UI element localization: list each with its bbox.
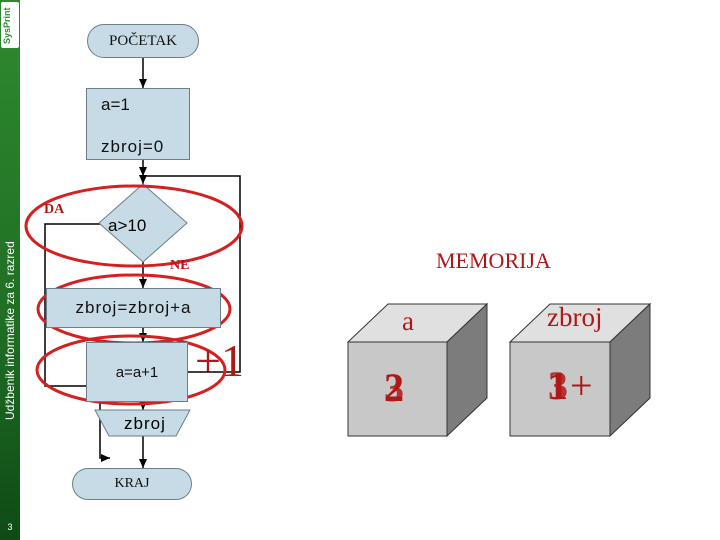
page-number: 3 [7, 522, 13, 532]
loop-back-line [139, 175, 241, 373]
memory-title: MEMORIJA [436, 248, 551, 273]
start-label: POČETAK [109, 32, 177, 49]
var-a-value-back: 2 [384, 365, 404, 410]
no-label: NE [170, 258, 190, 273]
sum-step-label: zbroj=zbroj+a [75, 298, 192, 317]
init-sum-label: zbroj=0 [101, 137, 165, 156]
var-sum-name: zbroj [547, 302, 603, 332]
sum-process-box: zbroj=zbroj+a [46, 288, 221, 328]
yes-branch-line [44, 223, 110, 462]
var-sum-value-front: 3 [548, 363, 568, 408]
var-sum-value-back: 1 [548, 363, 568, 408]
increment-process-box: a=a+1 [86, 342, 188, 402]
start-terminal: POČETAK [87, 24, 199, 58]
highlight-condition-ellipse [24, 184, 244, 268]
increment-step-label: a=a+1 [115, 363, 159, 381]
sidebar: SysPrint Udžbenik informatike za 6. razr… [0, 0, 20, 540]
end-label: KRAJ [114, 476, 150, 491]
init-process-box: a=1 zbroj=0 [86, 88, 190, 160]
var-a-name: a [402, 306, 414, 336]
output-trapezoid [94, 409, 191, 437]
var-a-value-front: 3 [384, 365, 404, 410]
decision-diamond [98, 183, 188, 263]
publisher-logo [1, 2, 19, 48]
init-a-label: a=1 [101, 95, 130, 114]
memory-cube-a [346, 302, 489, 438]
highlight-increment-ellipse [35, 334, 227, 406]
cube-sum-front [509, 341, 611, 437]
yes-label: DA [44, 202, 65, 217]
memory-cube-sum [508, 302, 652, 438]
cube-a-front [347, 341, 448, 437]
output-label: zbroj [124, 414, 166, 433]
end-terminal: KRAJ [72, 468, 192, 500]
var-sum-suffix: + [570, 363, 593, 408]
condition-label: a>10 [108, 216, 147, 235]
increment-annotation: +1 [195, 335, 244, 386]
